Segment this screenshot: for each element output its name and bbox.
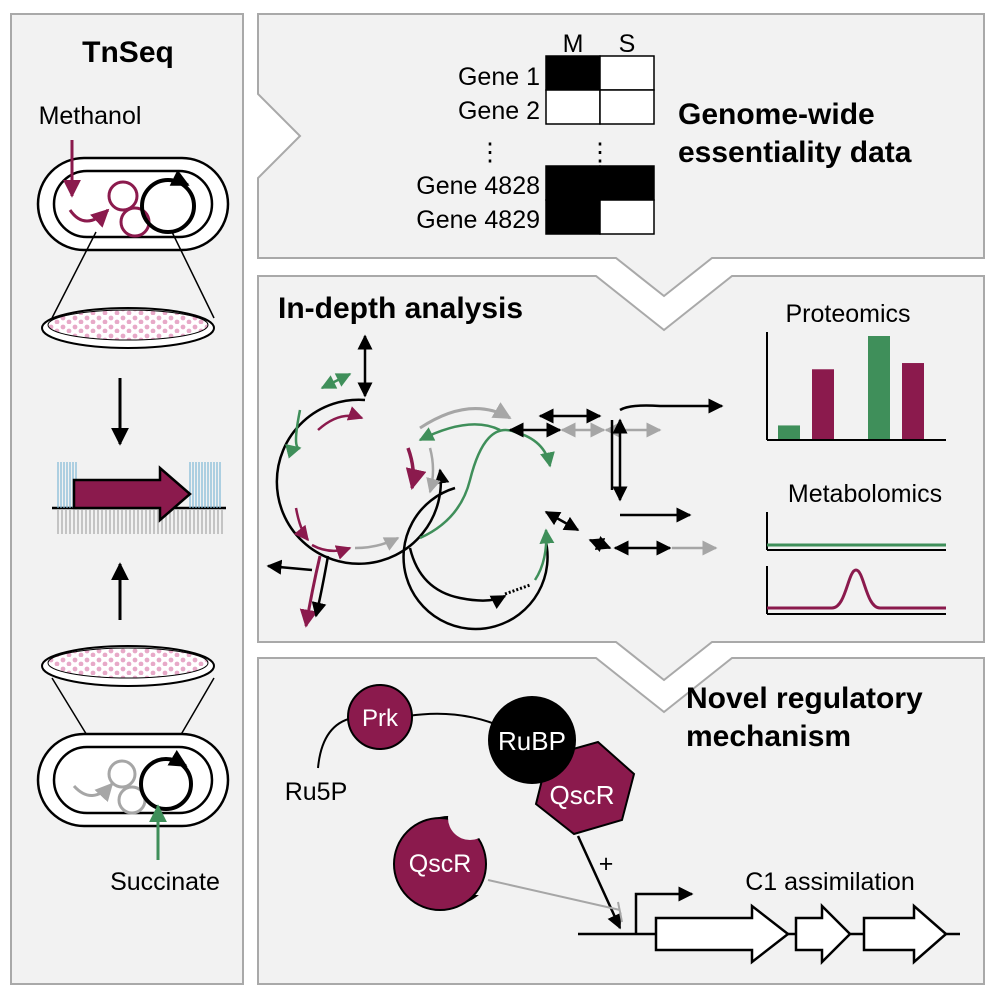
qscr-bound-label: QscR: [550, 780, 615, 810]
petri-dish-icon: [41, 307, 215, 349]
c1-assimilation-label: C1 assimilation: [745, 868, 915, 896]
ellipsis-text: ⋮: [588, 138, 613, 166]
rubp-label: RuBP: [498, 726, 566, 756]
gene-insertion-icon: [52, 462, 226, 534]
gene-label: Gene 4828: [416, 172, 540, 200]
gene-arrow: [654, 903, 791, 965]
qscr-free-label: QscR: [409, 850, 472, 878]
regulatory-panel: Novel regulatory mechanism Prk Ru5P RuBP…: [257, 657, 985, 985]
metabolite-trace-peak: [767, 568, 946, 610]
succinate-label: Succinate: [110, 868, 220, 896]
proteomics-bar: [868, 336, 890, 440]
petri-dish-icon: [41, 645, 215, 687]
regulatory-title-line2: mechanism: [686, 720, 851, 753]
essentiality-panel: M S Gene 1 Gene 2 ⋮ ⋮ Gene 4828 Gene 482…: [257, 13, 985, 298]
prk-enzyme: [347, 684, 413, 750]
essentiality-cell: [599, 165, 655, 201]
ru5p-label: Ru5P: [285, 778, 348, 806]
metabolic-network: [266, 334, 724, 631]
tnseq-panel: TnSeq Methanol: [10, 13, 244, 985]
proteomics-bar-chart: [778, 336, 924, 440]
analysis-title: In-depth analysis: [278, 292, 523, 325]
ellipsis-text: ⋮: [478, 138, 503, 166]
essentiality-cell: [599, 89, 655, 125]
proteomics-bar: [778, 425, 800, 440]
proteomics-bar: [902, 363, 924, 440]
essentiality-cell: [599, 55, 655, 91]
methanol-label: Methanol: [39, 102, 142, 130]
proteomics-title: Proteomics: [785, 300, 910, 328]
analysis-panel: In-depth analysis: [257, 275, 985, 682]
proteomics-bar: [812, 369, 834, 440]
promoter-arrow: [634, 886, 694, 934]
methanol-cell-icon: [36, 140, 230, 252]
column-label-m: M: [563, 30, 584, 58]
activation-arrow: [576, 835, 622, 930]
ru5p-substrate-line: [317, 717, 353, 769]
regulatory-title-line1: Novel regulatory: [686, 682, 923, 715]
gene-arrow: [794, 902, 852, 966]
gene-label: Gene 4829: [416, 206, 540, 234]
tnseq-title: TnSeq: [82, 36, 174, 69]
column-label-s: S: [619, 30, 636, 58]
essentiality-cell: [545, 89, 601, 125]
essentiality-cell: [545, 199, 601, 235]
essentiality-cell: [545, 165, 601, 201]
essentiality-cell: [599, 199, 655, 235]
essentiality-title-line2: essentiality data: [678, 136, 912, 169]
essentiality-panel-box: [257, 13, 985, 298]
metabolomics-title: Metabolomics: [788, 480, 942, 508]
rubp-ligand: [488, 696, 576, 784]
essentiality-cell: [545, 55, 601, 91]
activation-sign: +: [599, 850, 614, 878]
prk-label: Prk: [362, 705, 399, 732]
gene-arrow: [862, 903, 948, 965]
gene-label: Gene 2: [458, 97, 540, 125]
succinate-cell-icon: [36, 732, 230, 860]
gene-label: Gene 1: [458, 63, 540, 91]
repression-line: [487, 879, 621, 911]
essentiality-title-line1: Genome-wide: [678, 98, 875, 131]
